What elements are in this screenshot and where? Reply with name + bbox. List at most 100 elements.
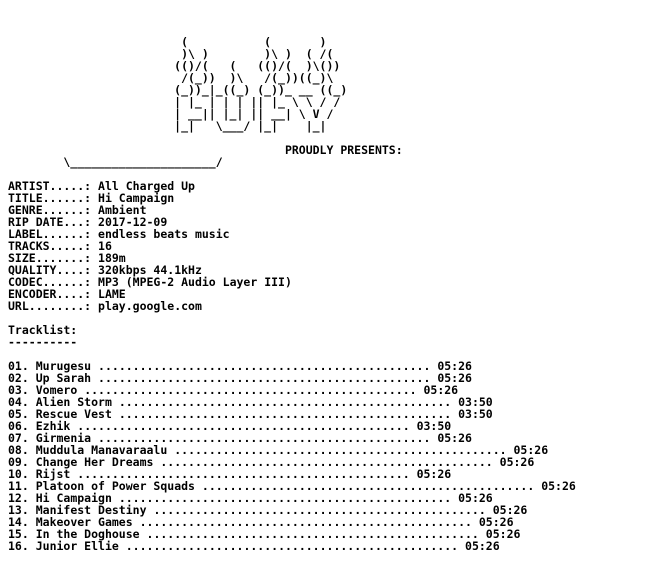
- logo-art-line: (()/( ( (()/( )\()): [8, 59, 341, 73]
- track-number: 07.: [8, 431, 29, 445]
- track-row: 09. Change Her Dreams ..................…: [8, 456, 576, 468]
- track-leader-dots: ........................................…: [174, 443, 507, 457]
- info-value: endless beats music: [98, 227, 230, 241]
- track-row: 11. Platoon of Power Squads ............…: [8, 480, 576, 492]
- spacer: [8, 312, 576, 324]
- track-duration: 05:26: [437, 371, 472, 385]
- track-title: Makeover Games: [35, 515, 133, 529]
- track-leader-dots: ........................................…: [118, 491, 452, 505]
- track-number: 08.: [8, 443, 29, 457]
- info-key: ENCODER....: [8, 287, 85, 301]
- track-title: Manifest Destiny: [35, 503, 147, 517]
- track-number: 13.: [8, 503, 29, 517]
- info-value: 320kbps 44.1kHz: [98, 263, 202, 277]
- track-duration: 05:26: [499, 455, 535, 469]
- track-row: 15. In the Doghouse ....................…: [8, 528, 576, 540]
- track-title: Ezhik: [35, 419, 71, 433]
- info-row: LABEL......: endless beats music: [8, 227, 230, 241]
- info-row: ARTIST.....: All Charged Up: [8, 179, 195, 193]
- info-key: TRACKS.....: [8, 239, 85, 253]
- info-row: TRACKS.....: 16: [8, 239, 112, 253]
- track-leader-dots: ........................................…: [84, 383, 417, 397]
- track-duration: 05:26: [416, 467, 452, 481]
- track-duration: 05:26: [437, 359, 472, 373]
- track-row: 02. Up Sarah ...........................…: [8, 372, 576, 384]
- track-number: 12.: [8, 491, 29, 505]
- track-title: Junior Ellie: [35, 539, 119, 553]
- track-duration: 03:50: [458, 407, 493, 421]
- track-duration: 05:26: [478, 515, 514, 529]
- track-number: 11.: [8, 479, 29, 493]
- info-value: All Charged Up: [98, 179, 195, 193]
- track-number: 16.: [8, 539, 29, 553]
- track-row: 10. Rijst ..............................…: [8, 468, 576, 480]
- info-key: URL........: [8, 299, 85, 313]
- info-value: MP3 (MPEG-2 Audio Layer III): [98, 275, 292, 289]
- proudly-presents: PROUDLY PRESENTS:: [8, 143, 403, 157]
- track-leader-dots: ........................................…: [153, 503, 486, 517]
- track-leader-dots: ........................................…: [98, 371, 431, 385]
- track-title: Up Sarah: [35, 371, 92, 385]
- info-value: 189m: [98, 251, 126, 265]
- track-leader-dots: ........................................…: [160, 455, 493, 469]
- track-number: 09.: [8, 455, 29, 469]
- info-row: SIZE.......: 189m: [8, 251, 126, 265]
- info-key: SIZE.......: [8, 251, 85, 265]
- info-key: QUALITY....: [8, 263, 85, 277]
- track-row: 05. Rescue Vest ........................…: [8, 408, 576, 420]
- track-leader-dots: ........................................…: [118, 395, 452, 409]
- track-duration: 05:26: [492, 503, 528, 517]
- track-row: 16. Junior Ellie .......................…: [8, 540, 576, 552]
- info-row: TITLE......: Hi Campaign: [8, 191, 175, 205]
- track-leader-dots: ........................................…: [146, 527, 479, 541]
- info-value: 2017-12-09: [98, 215, 168, 229]
- info-value: LAME: [98, 287, 126, 301]
- track-leader-dots: ........................................…: [77, 467, 410, 481]
- logo-art-line: /(_)) )\ /(_))((_)\: [8, 71, 334, 85]
- track-row: 03. Vomero .............................…: [8, 384, 576, 396]
- track-title: Change Her Dreams: [35, 455, 154, 469]
- track-number: 04.: [8, 395, 29, 409]
- track-row: 07. Girmenia ...........................…: [8, 432, 576, 444]
- info-value: Ambient: [98, 203, 147, 217]
- track-duration: 05:26: [465, 539, 500, 553]
- track-title: Rijst: [35, 467, 71, 481]
- info-row: URL........: play.google.com: [8, 299, 202, 313]
- track-duration: 05:26: [513, 443, 549, 457]
- logo-art-line: )\ ) )\ ) ( /(: [8, 47, 334, 61]
- logo-underline: \_____________________/: [8, 155, 223, 169]
- nfo-document: ( ( ) )\ ) )\ ) ( /( (()/( ( (()/( )\())…: [8, 36, 576, 552]
- track-number: 14.: [8, 515, 29, 529]
- track-title: Platoon of Power Squads: [35, 479, 195, 493]
- track-title: Murugesu: [35, 359, 92, 373]
- track-leader-dots: ........................................…: [98, 359, 431, 373]
- track-duration: 05:26: [423, 383, 459, 397]
- track-number: 05.: [8, 407, 29, 421]
- track-row: 14. Makeover Games .....................…: [8, 516, 576, 528]
- track-title: Vomero: [35, 383, 78, 397]
- logo-art-line: | __|| |_| || __| \ V /: [8, 107, 334, 121]
- track-title: Hi Campaign: [35, 491, 112, 505]
- track-duration: 05:26: [458, 491, 493, 505]
- info-key: CODEC......: [8, 275, 85, 289]
- track-leader-dots: ........................................…: [125, 539, 459, 553]
- track-number: 06.: [8, 419, 29, 433]
- info-row: CODEC......: MP3 (MPEG-2 Audio Layer III…: [8, 275, 292, 289]
- track-number: 02.: [8, 371, 29, 385]
- info-key: TITLE......: [8, 191, 85, 205]
- info-value: play.google.com: [98, 299, 202, 313]
- info-row: RIP DATE...: 2017-12-09: [8, 215, 168, 229]
- track-number: 15.: [8, 527, 29, 541]
- track-leader-dots: ........................................…: [77, 419, 410, 433]
- info-key: LABEL......: [8, 227, 85, 241]
- tracklist: 01. Murugesu ...........................…: [8, 360, 576, 552]
- info-row: QUALITY....: 320kbps 44.1kHz: [8, 263, 202, 277]
- track-title: Muddula Manavaraalu: [35, 443, 168, 457]
- track-row: 08. Muddula Manavaraalu ................…: [8, 444, 576, 456]
- info-row: ENCODER....: LAME: [8, 287, 126, 301]
- track-leader-dots: ........................................…: [201, 479, 535, 493]
- track-duration: 05:26: [485, 527, 521, 541]
- info-value: 16: [98, 239, 112, 253]
- track-number: 03.: [8, 383, 29, 397]
